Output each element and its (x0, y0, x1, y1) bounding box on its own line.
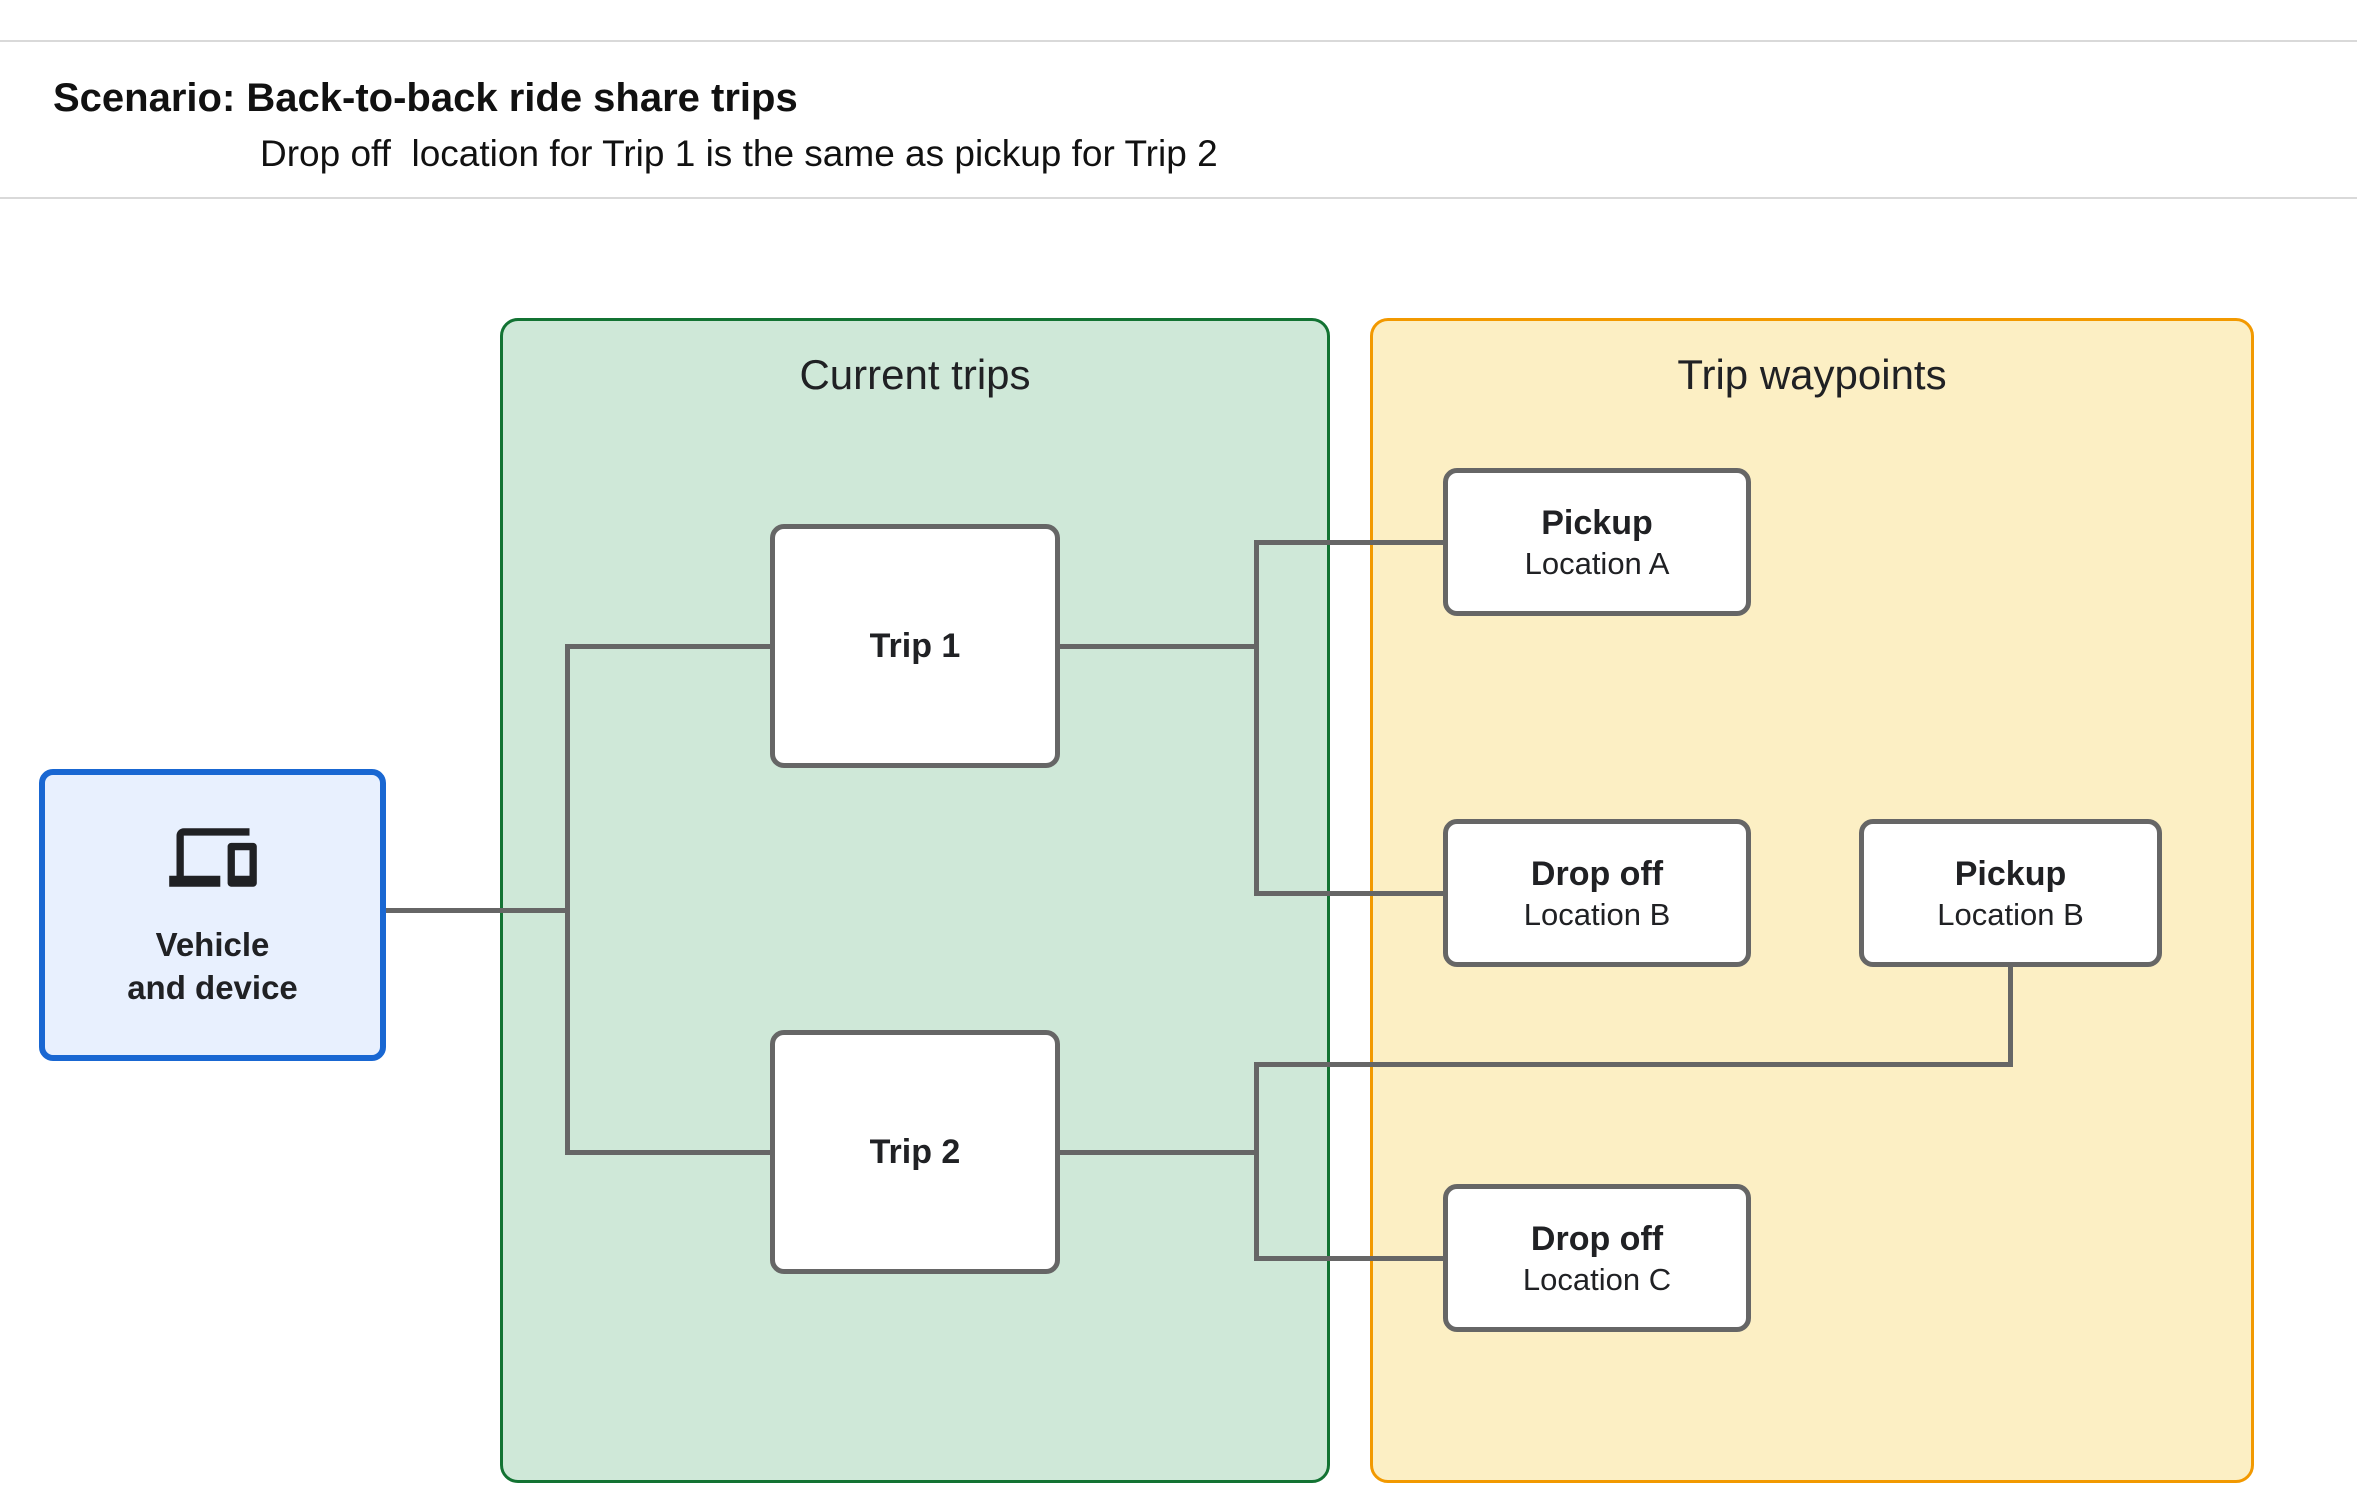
vehicle-node: Vehicle and device (39, 769, 386, 1061)
group-title-trip-waypoints: Trip waypoints (1677, 351, 1947, 398)
waypoint-location: Location C (1522, 1261, 1672, 1297)
devices-icon (168, 821, 257, 894)
waypoint-type: Drop off (1530, 854, 1664, 893)
connector-to-pickup-b (1254, 1062, 2013, 1067)
trip-2-node: Trip 2 (770, 1030, 1060, 1274)
connector-trip2-out (1060, 1150, 1258, 1155)
page-subtitle: Drop off location for Trip 1 is the same… (260, 133, 1218, 174)
waypoint-type: Pickup (1541, 503, 1653, 542)
connector-pickup-b-drop (2008, 967, 2013, 1067)
waypoint-location: Location A (1524, 545, 1670, 581)
group-title-current-trips: Current trips (799, 351, 1031, 398)
waypoint-location: Location B (1937, 896, 2084, 932)
waypoint-type: Pickup (1954, 854, 2067, 893)
trip-1-node: Trip 1 (770, 524, 1060, 768)
waypoint-location: Location B (1523, 896, 1671, 932)
page-title: Scenario: Back-to-back ride share trips (53, 76, 798, 120)
connector-trip2-bus (1254, 1062, 1259, 1261)
waypoint-dropoff-location-b: Drop off Location B (1443, 819, 1751, 967)
connector-to-pickup-a (1254, 540, 1448, 545)
waypoint-pickup-location-b: Pickup Location B (1859, 819, 2162, 967)
trip-2-label: Trip 2 (869, 1132, 961, 1171)
trip-1-label: Trip 1 (869, 626, 961, 665)
connector-to-dropoff-c (1254, 1256, 1448, 1261)
connector-vehicle-branch (385, 908, 570, 913)
connector-branch-trip2 (565, 1150, 775, 1155)
connector-branch-vertical (565, 644, 570, 1155)
vehicle-label-line1: Vehicle (155, 925, 270, 963)
connector-trip1-out (1060, 644, 1258, 649)
waypoint-dropoff-location-c: Drop off Location C (1443, 1184, 1751, 1332)
divider (0, 40, 2357, 42)
connector-trip1-bus (1254, 540, 1259, 896)
connector-to-dropoff-b (1254, 891, 1448, 896)
connector-branch-trip1 (565, 644, 775, 649)
vehicle-label-line2: and device (127, 968, 298, 1006)
divider (0, 197, 2357, 199)
waypoint-pickup-location-a: Pickup Location A (1443, 468, 1751, 616)
waypoint-type: Drop off (1530, 1219, 1664, 1258)
current-trips-group: Current trips (500, 318, 1330, 1483)
